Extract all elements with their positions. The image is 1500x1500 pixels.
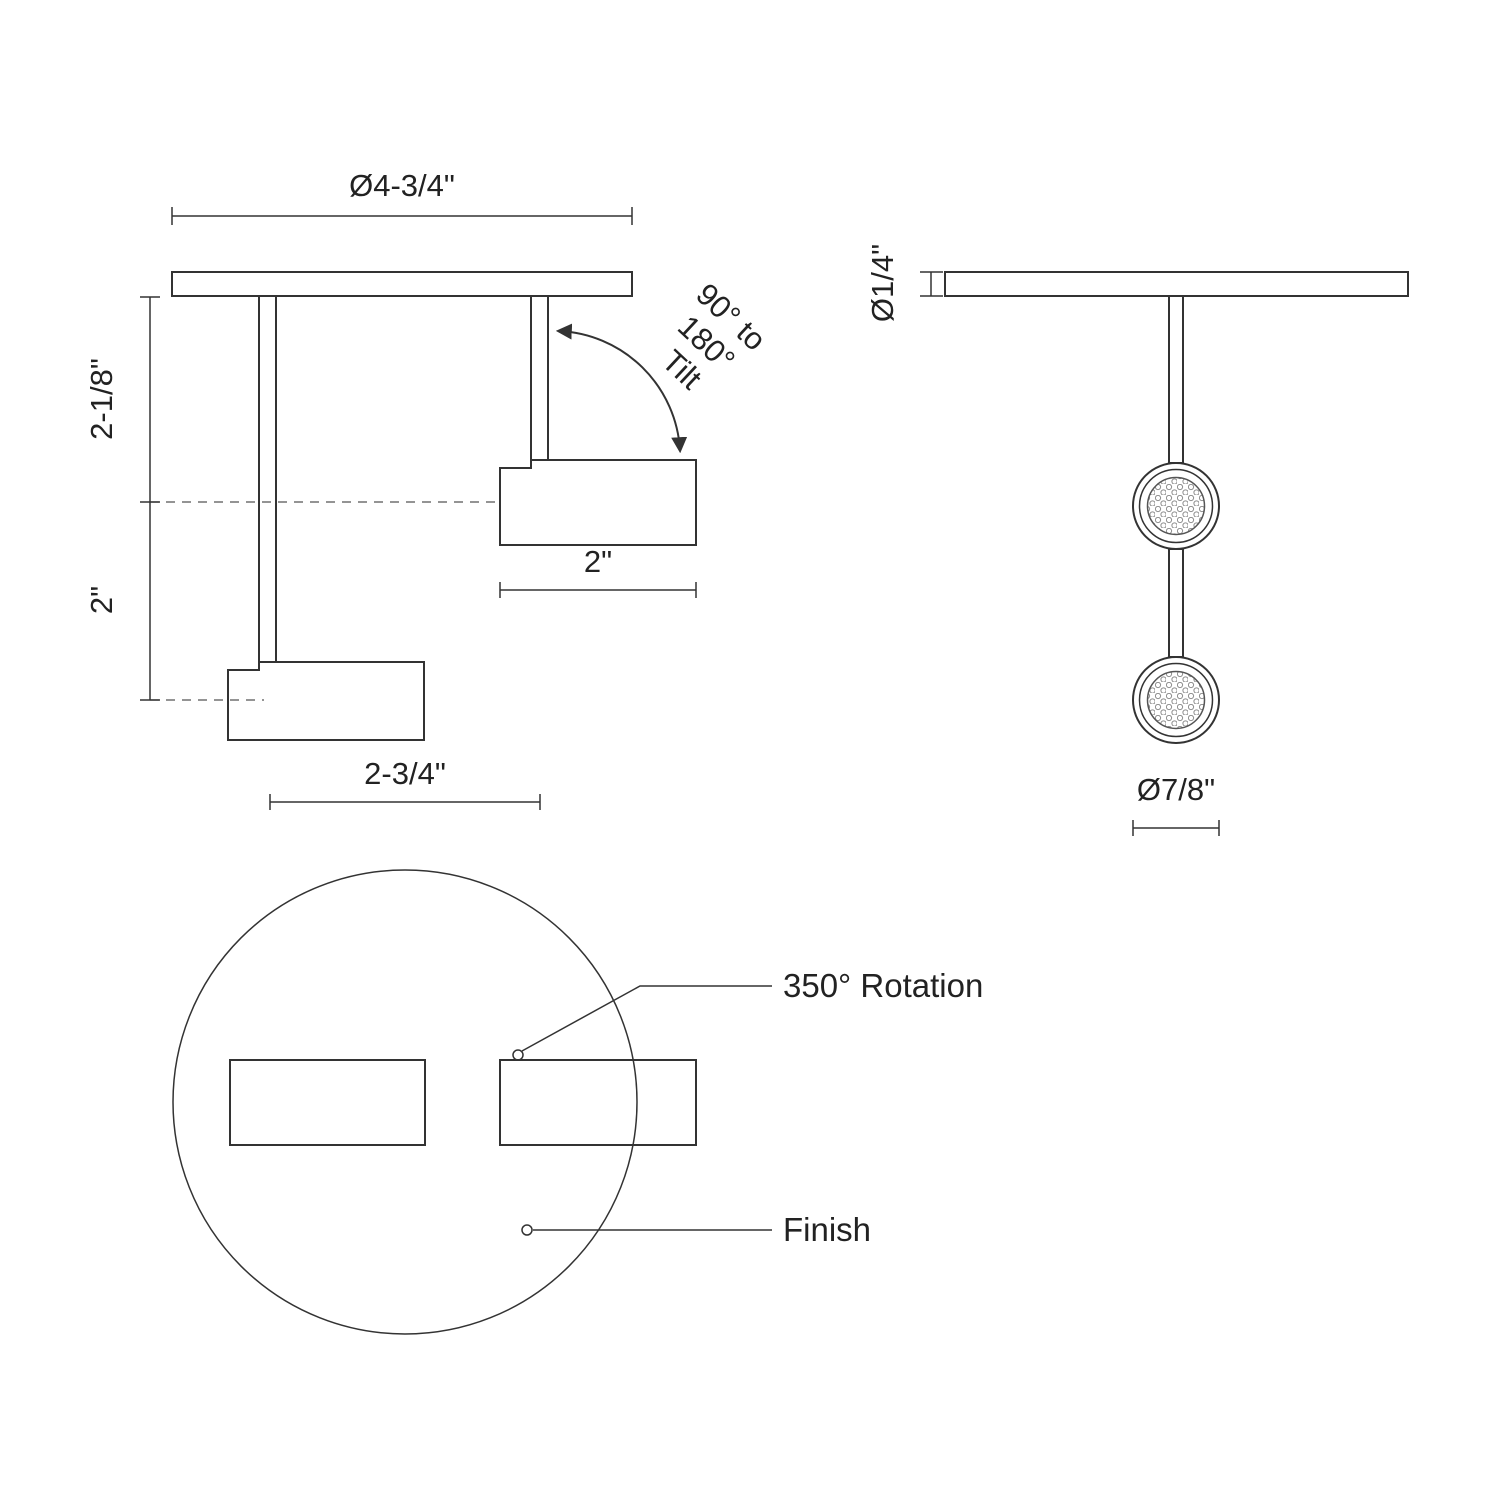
- profile-lower-head: [1132, 656, 1220, 744]
- canopy-diameter-label: Ø4-3/4": [349, 168, 455, 203]
- profile-lower-stem: [1168, 548, 1184, 658]
- finish-label: Finish: [783, 1211, 871, 1248]
- bottom-view: 350° Rotation Finish: [172, 869, 983, 1335]
- dim-vertical-heights: 2-1/8" 2": [84, 296, 160, 701]
- tilt-arrow: [555, 323, 688, 454]
- dim-head-diameter: Ø7/8": [1132, 772, 1220, 836]
- lower-height-label: 2": [84, 586, 119, 614]
- bottom-right-head: [499, 1059, 697, 1146]
- finish-marker: [521, 1224, 533, 1236]
- dim-canopy-thickness: Ø1/4": [865, 244, 943, 322]
- head-outer-ring: [1132, 656, 1220, 744]
- canopy-thickness-label: Ø1/4": [865, 244, 900, 322]
- head-diameter-label: Ø7/8": [1137, 772, 1215, 807]
- profile-upper-head: [1132, 462, 1220, 550]
- bottom-canopy-outline: [172, 869, 638, 1335]
- rotation-pivot-marker: [512, 1049, 524, 1061]
- side-left-stem: [258, 295, 277, 663]
- rotation-leader-line: [521, 985, 772, 1052]
- head-length-label: 2": [584, 544, 612, 579]
- bottom-left-head: [229, 1059, 426, 1146]
- head-grille: [1146, 670, 1206, 730]
- head-inner-ring: [1138, 662, 1214, 738]
- profile-canopy: [944, 271, 1409, 297]
- side-canopy: [171, 271, 633, 297]
- head-span-label: 2-3/4": [364, 756, 446, 791]
- side-view: Ø4-3/4" 2-1/8" 2" 2": [84, 168, 773, 810]
- dim-canopy-diameter: Ø4-3/4": [171, 168, 633, 225]
- head-inner-ring: [1138, 468, 1214, 544]
- dim-head-span: 2-3/4": [269, 756, 541, 810]
- side-right-stem: [530, 295, 549, 461]
- head-grille: [1146, 476, 1206, 536]
- upper-height-label: 2-1/8": [84, 358, 119, 440]
- rotation-label: 350° Rotation: [783, 967, 983, 1004]
- side-right-head: [499, 459, 697, 546]
- profile-view: Ø1/4" Ø7/8": [865, 244, 1409, 836]
- rotation-callout: 350° Rotation: [512, 967, 983, 1061]
- dim-head-length: 2": [499, 544, 697, 598]
- finish-callout: Finish: [521, 1211, 871, 1248]
- profile-upper-stem: [1168, 295, 1184, 464]
- side-left-head: [227, 661, 425, 741]
